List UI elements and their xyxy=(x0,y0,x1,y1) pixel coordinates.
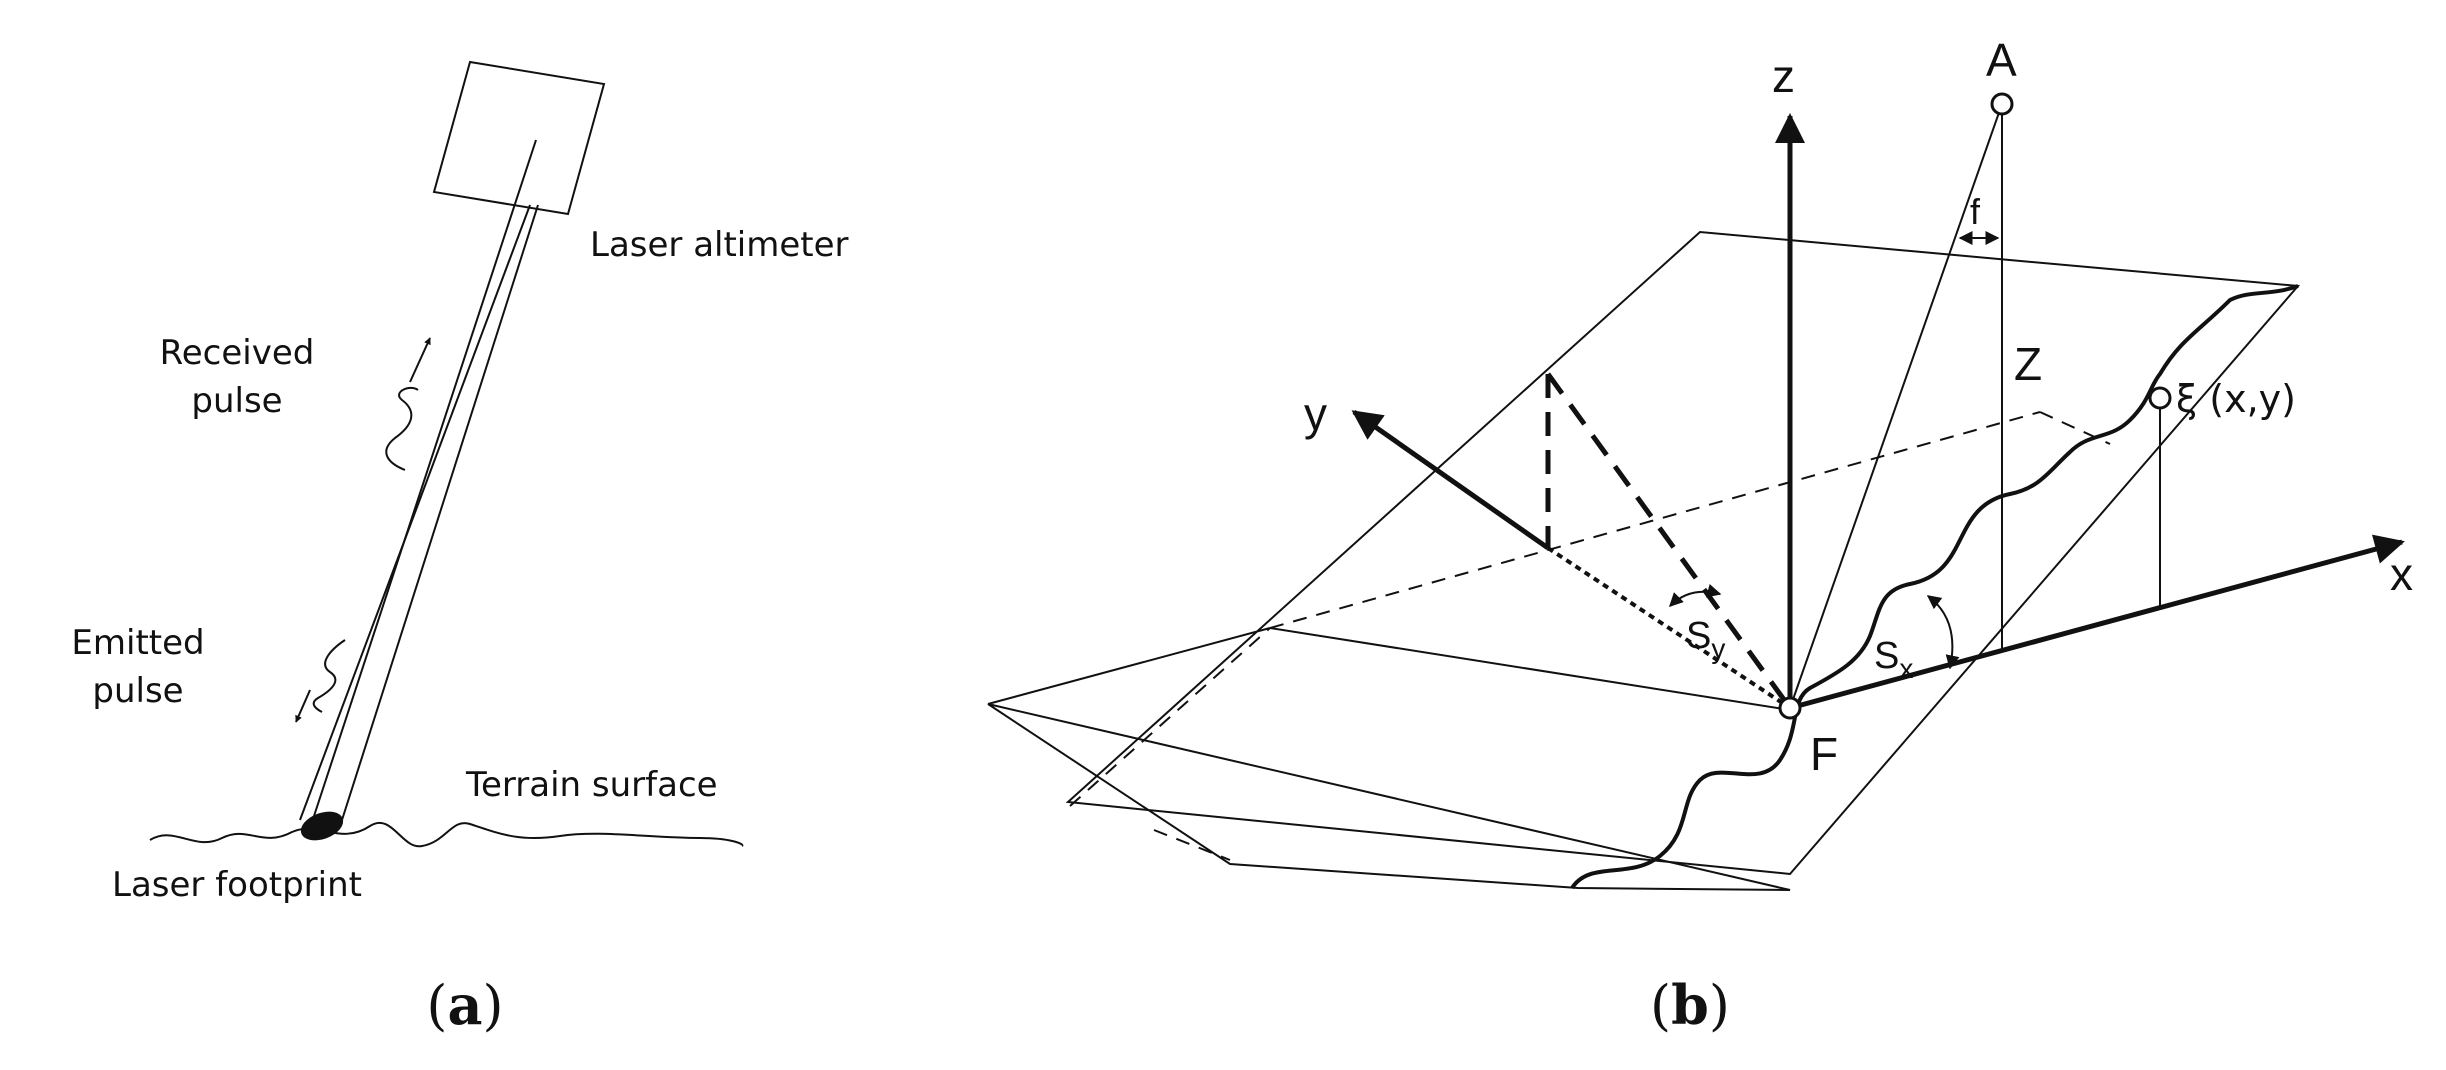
received-pulse-arrow xyxy=(409,337,431,383)
emitted-pulse-label-line1: Emitted xyxy=(71,623,204,663)
laser-footprint-label: Laser footprint xyxy=(112,865,362,905)
y-axis-label: y xyxy=(1304,388,1327,440)
panel-b-caption: (b) xyxy=(1650,973,1730,1037)
point-F-marker xyxy=(1778,696,1802,720)
slope-plane-lower xyxy=(987,703,1791,891)
emitted-pulse-label-line2: pulse xyxy=(92,671,183,711)
panel-a-caption: (a) xyxy=(426,973,503,1037)
sy-angle-label: Sy xyxy=(1686,615,1725,664)
point-F-label: F xyxy=(1810,728,1838,780)
terrain-surface-label: Terrain surface xyxy=(465,765,718,805)
laser-altimeter-label: Laser altimeter xyxy=(590,225,849,265)
emitted-pulse-arrow xyxy=(295,689,311,723)
y-axis xyxy=(1351,409,1550,551)
sx-angle-label: Sx xyxy=(1874,635,1913,684)
panel-a: Laser altimeter Received pulse Emitted p… xyxy=(71,60,849,1037)
y-slope-projection xyxy=(1545,372,1793,710)
z-axis-label: z xyxy=(1772,50,1795,102)
altimeter-box xyxy=(432,60,606,216)
f-angle-label: f xyxy=(1970,191,1981,232)
x-axis-label: x xyxy=(2390,548,2413,600)
dashed-guides xyxy=(1069,411,2111,861)
x-axis xyxy=(1789,534,2405,711)
sx-angle-arc xyxy=(1926,595,1960,670)
received-pulse-label-line1: Received xyxy=(160,333,315,373)
y-slope-base xyxy=(1546,546,1792,710)
received-pulse-wave xyxy=(385,386,419,471)
xi-point-label: ξ (x,y) xyxy=(2176,377,2296,421)
point-A-marker xyxy=(1990,92,2014,116)
point-xi-marker xyxy=(2148,386,2172,410)
slope-plane-upper xyxy=(1065,230,2301,876)
emitted-pulse-wave xyxy=(312,639,346,713)
terrain-surface-line xyxy=(149,822,744,848)
received-pulse-label-line2: pulse xyxy=(191,381,282,421)
sy-angle-arc xyxy=(1669,583,1722,607)
laser-beam xyxy=(299,139,539,821)
laser-footprint-spot xyxy=(300,811,344,841)
height-Z-label: Z xyxy=(2014,338,2042,390)
plane-lower-edge-2 xyxy=(1269,627,1791,711)
plane-lower-edge xyxy=(987,627,1271,705)
point-A-label: A xyxy=(1986,34,2017,86)
terrain-profile-wavy xyxy=(1570,284,2299,890)
panel-b: z y x A F Z f ξ (x,y) Sx Sy (b) xyxy=(987,34,2413,1037)
line-F-to-A xyxy=(1789,103,2003,709)
